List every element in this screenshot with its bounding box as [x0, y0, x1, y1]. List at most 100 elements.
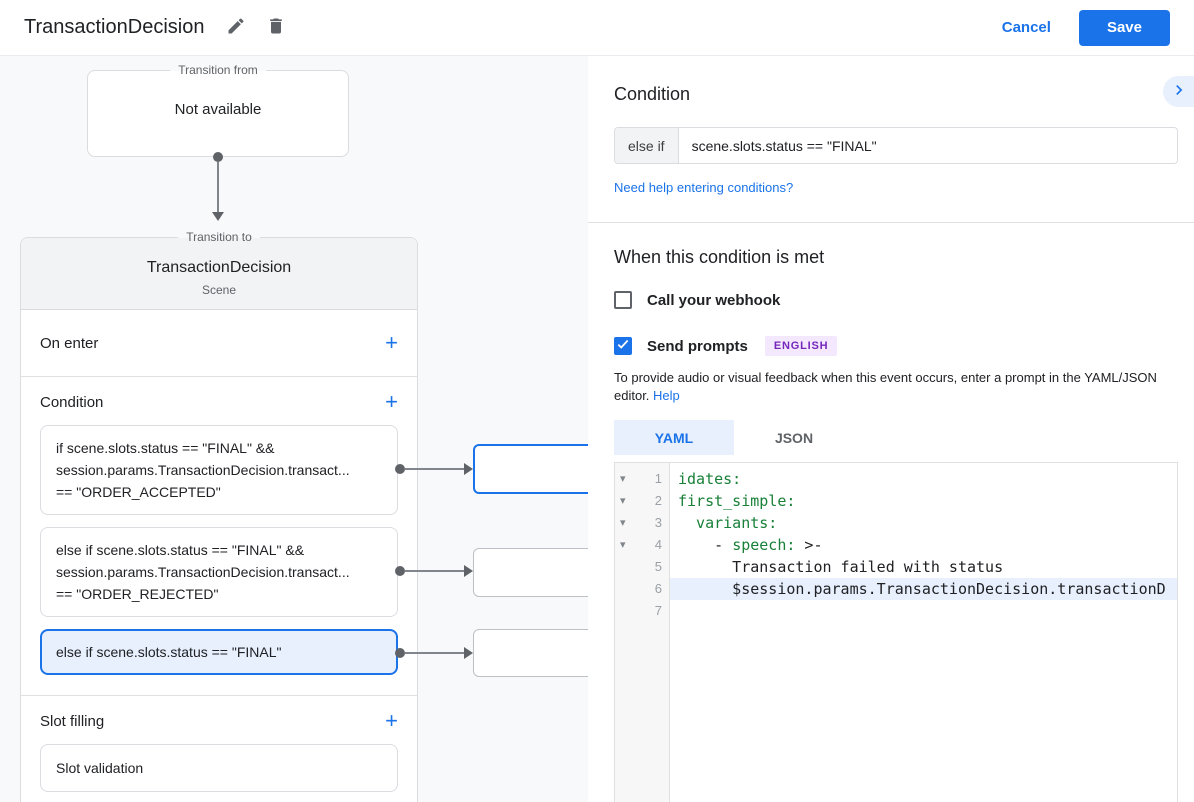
slot-filling-head: Slot filling + — [40, 710, 398, 732]
condition-panel-title: Condition — [614, 84, 691, 104]
transition-to-legend: Transition to — [178, 230, 260, 245]
editor-gutter: ▾ 1 ▾ 2 ▾ 3 ▾ 4 — [615, 463, 670, 802]
on-enter-label: On enter — [40, 334, 99, 352]
condition-section-head: Condition + — [40, 391, 398, 413]
gutter-row: 6 — [615, 578, 669, 600]
slot-validation-card[interactable]: Slot validation — [40, 744, 398, 792]
code-line: - speech: >- — [670, 534, 1177, 556]
transition-target-node-2[interactable] — [473, 548, 588, 597]
editor-code[interactable]: idates: first_simple: variants: - speech… — [670, 463, 1177, 802]
code-line: idates: — [670, 468, 1177, 490]
condition-card-3-selected[interactable]: else if scene.slots.status == "FINAL" — [40, 629, 398, 675]
condition-card-line: == "ORDER_ACCEPTED" — [56, 484, 221, 500]
trash-icon — [266, 16, 286, 39]
condition-card-line: else if scene.slots.status == "FINAL" — [56, 644, 282, 660]
condition-card-line: == "ORDER_REJECTED" — [56, 586, 219, 602]
transition-from-value: Not available — [174, 101, 262, 118]
add-condition-button[interactable]: + — [385, 389, 398, 414]
collapse-panel-button[interactable] — [1163, 76, 1194, 107]
webhook-label[interactable]: Call your webhook — [647, 291, 781, 309]
add-slot-filling-button[interactable]: + — [385, 708, 398, 733]
cancel-button[interactable]: Cancel — [1001, 19, 1051, 36]
top-bar: TransactionDecision Cancel Save — [0, 0, 1194, 56]
condition-card-line: else if scene.slots.status == "FINAL" && — [56, 542, 305, 558]
arrow-right-icon — [464, 647, 473, 659]
condition-expression-input[interactable] — [678, 128, 1177, 163]
fold-toggle-icon[interactable]: ▾ — [620, 517, 626, 529]
scene-title: TransactionDecision — [146, 258, 292, 276]
fold-toggle-icon[interactable]: ▾ — [620, 495, 626, 507]
yaml-token: idates: — [678, 470, 742, 488]
slot-cards: Slot validation — [40, 744, 398, 792]
line-number: 3 — [654, 515, 662, 530]
transition-from-legend: Transition from — [170, 63, 266, 78]
condition-card-1[interactable]: if scene.slots.status == "FINAL" && sess… — [40, 425, 398, 515]
transition-target-node-1[interactable] — [473, 444, 588, 494]
gutter-row: 7 — [615, 600, 669, 622]
add-on-enter-button[interactable]: + — [385, 330, 398, 355]
prompt-help-link[interactable]: Help — [653, 388, 680, 403]
connector-line — [405, 570, 464, 572]
gutter-row: ▾ 3 — [615, 512, 669, 534]
connector-dot — [395, 648, 405, 658]
send-prompts-row: Send prompts ENGLISH — [614, 336, 1178, 356]
language-badge: ENGLISH — [764, 336, 838, 356]
main-area: Transition from Not available Transition… — [0, 56, 1194, 802]
delete-scene-button[interactable] — [260, 12, 292, 44]
panel-divider — [588, 222, 1194, 223]
send-prompts-checkbox[interactable] — [614, 337, 632, 355]
prompt-description: To provide audio or visual feedback when… — [614, 369, 1178, 405]
connector-line — [405, 652, 464, 654]
page-title: TransactionDecision — [24, 16, 205, 38]
gutter-row: ▾ 1 — [615, 468, 669, 490]
code-line: variants: — [670, 512, 1177, 534]
tab-yaml[interactable]: YAML — [614, 420, 734, 455]
yaml-token: - — [678, 536, 733, 554]
section-on-enter: On enter + — [21, 310, 417, 377]
connector-dot — [395, 464, 405, 474]
line-number: 5 — [654, 559, 662, 574]
yaml-token: Transaction failed with status — [678, 558, 1004, 576]
pencil-icon — [226, 16, 246, 39]
edit-title-button[interactable] — [220, 12, 252, 44]
condition-help-link[interactable]: Need help entering conditions? — [614, 180, 794, 195]
code-line-highlighted: $session.params.TransactionDecision.tran… — [670, 578, 1177, 600]
send-prompts-label[interactable]: Send prompts — [647, 337, 748, 355]
transition-target-node-3[interactable] — [473, 629, 588, 677]
line-number: 1 — [654, 471, 662, 486]
condition-card-2[interactable]: else if scene.slots.status == "FINAL" &&… — [40, 527, 398, 617]
line-number: 7 — [654, 603, 662, 618]
tab-json[interactable]: JSON — [774, 429, 814, 446]
title-actions — [220, 12, 292, 44]
editor-tabs: YAML JSON — [614, 420, 1178, 455]
gutter-row: ▾ 2 — [615, 490, 669, 512]
webhook-checkbox[interactable] — [614, 291, 632, 309]
yaml-token: >- — [795, 536, 823, 554]
condition-expression-group: else if — [614, 127, 1178, 164]
fold-toggle-icon[interactable]: ▾ — [620, 539, 626, 551]
when-condition-title: When this condition is met — [614, 247, 825, 267]
checkmark-icon — [616, 337, 630, 356]
line-number: 4 — [654, 537, 662, 552]
gutter-row: 5 — [615, 556, 669, 578]
fold-toggle-icon[interactable]: ▾ — [620, 473, 626, 485]
code-line: first_simple: — [670, 490, 1177, 512]
prompt-description-text: To provide audio or visual feedback when… — [614, 370, 1157, 403]
line-number: 2 — [654, 493, 662, 508]
connector-dot — [395, 566, 405, 576]
webhook-row: Call your webhook — [614, 291, 1178, 309]
condition-card-line: if scene.slots.status == "FINAL" && — [56, 440, 275, 456]
else-if-prefix: else if — [615, 128, 679, 163]
scene-header: TransactionDecision Scene — [21, 238, 417, 310]
transition-to-node: Transition to TransactionDecision Scene … — [20, 230, 418, 802]
condition-section-label: Condition — [40, 393, 104, 411]
section-slot-filling: Slot filling + Slot validation — [21, 696, 417, 802]
yaml-editor[interactable]: ▾ 1 ▾ 2 ▾ 3 ▾ 4 — [614, 462, 1178, 802]
arrow-right-icon — [464, 463, 473, 475]
condition-cards: if scene.slots.status == "FINAL" && sess… — [40, 425, 398, 675]
gutter-row: ▾ 4 — [615, 534, 669, 556]
section-condition: Condition + if scene.slots.status == "FI… — [21, 377, 417, 696]
save-button[interactable]: Save — [1078, 9, 1170, 46]
arrow-down-icon — [212, 212, 224, 221]
